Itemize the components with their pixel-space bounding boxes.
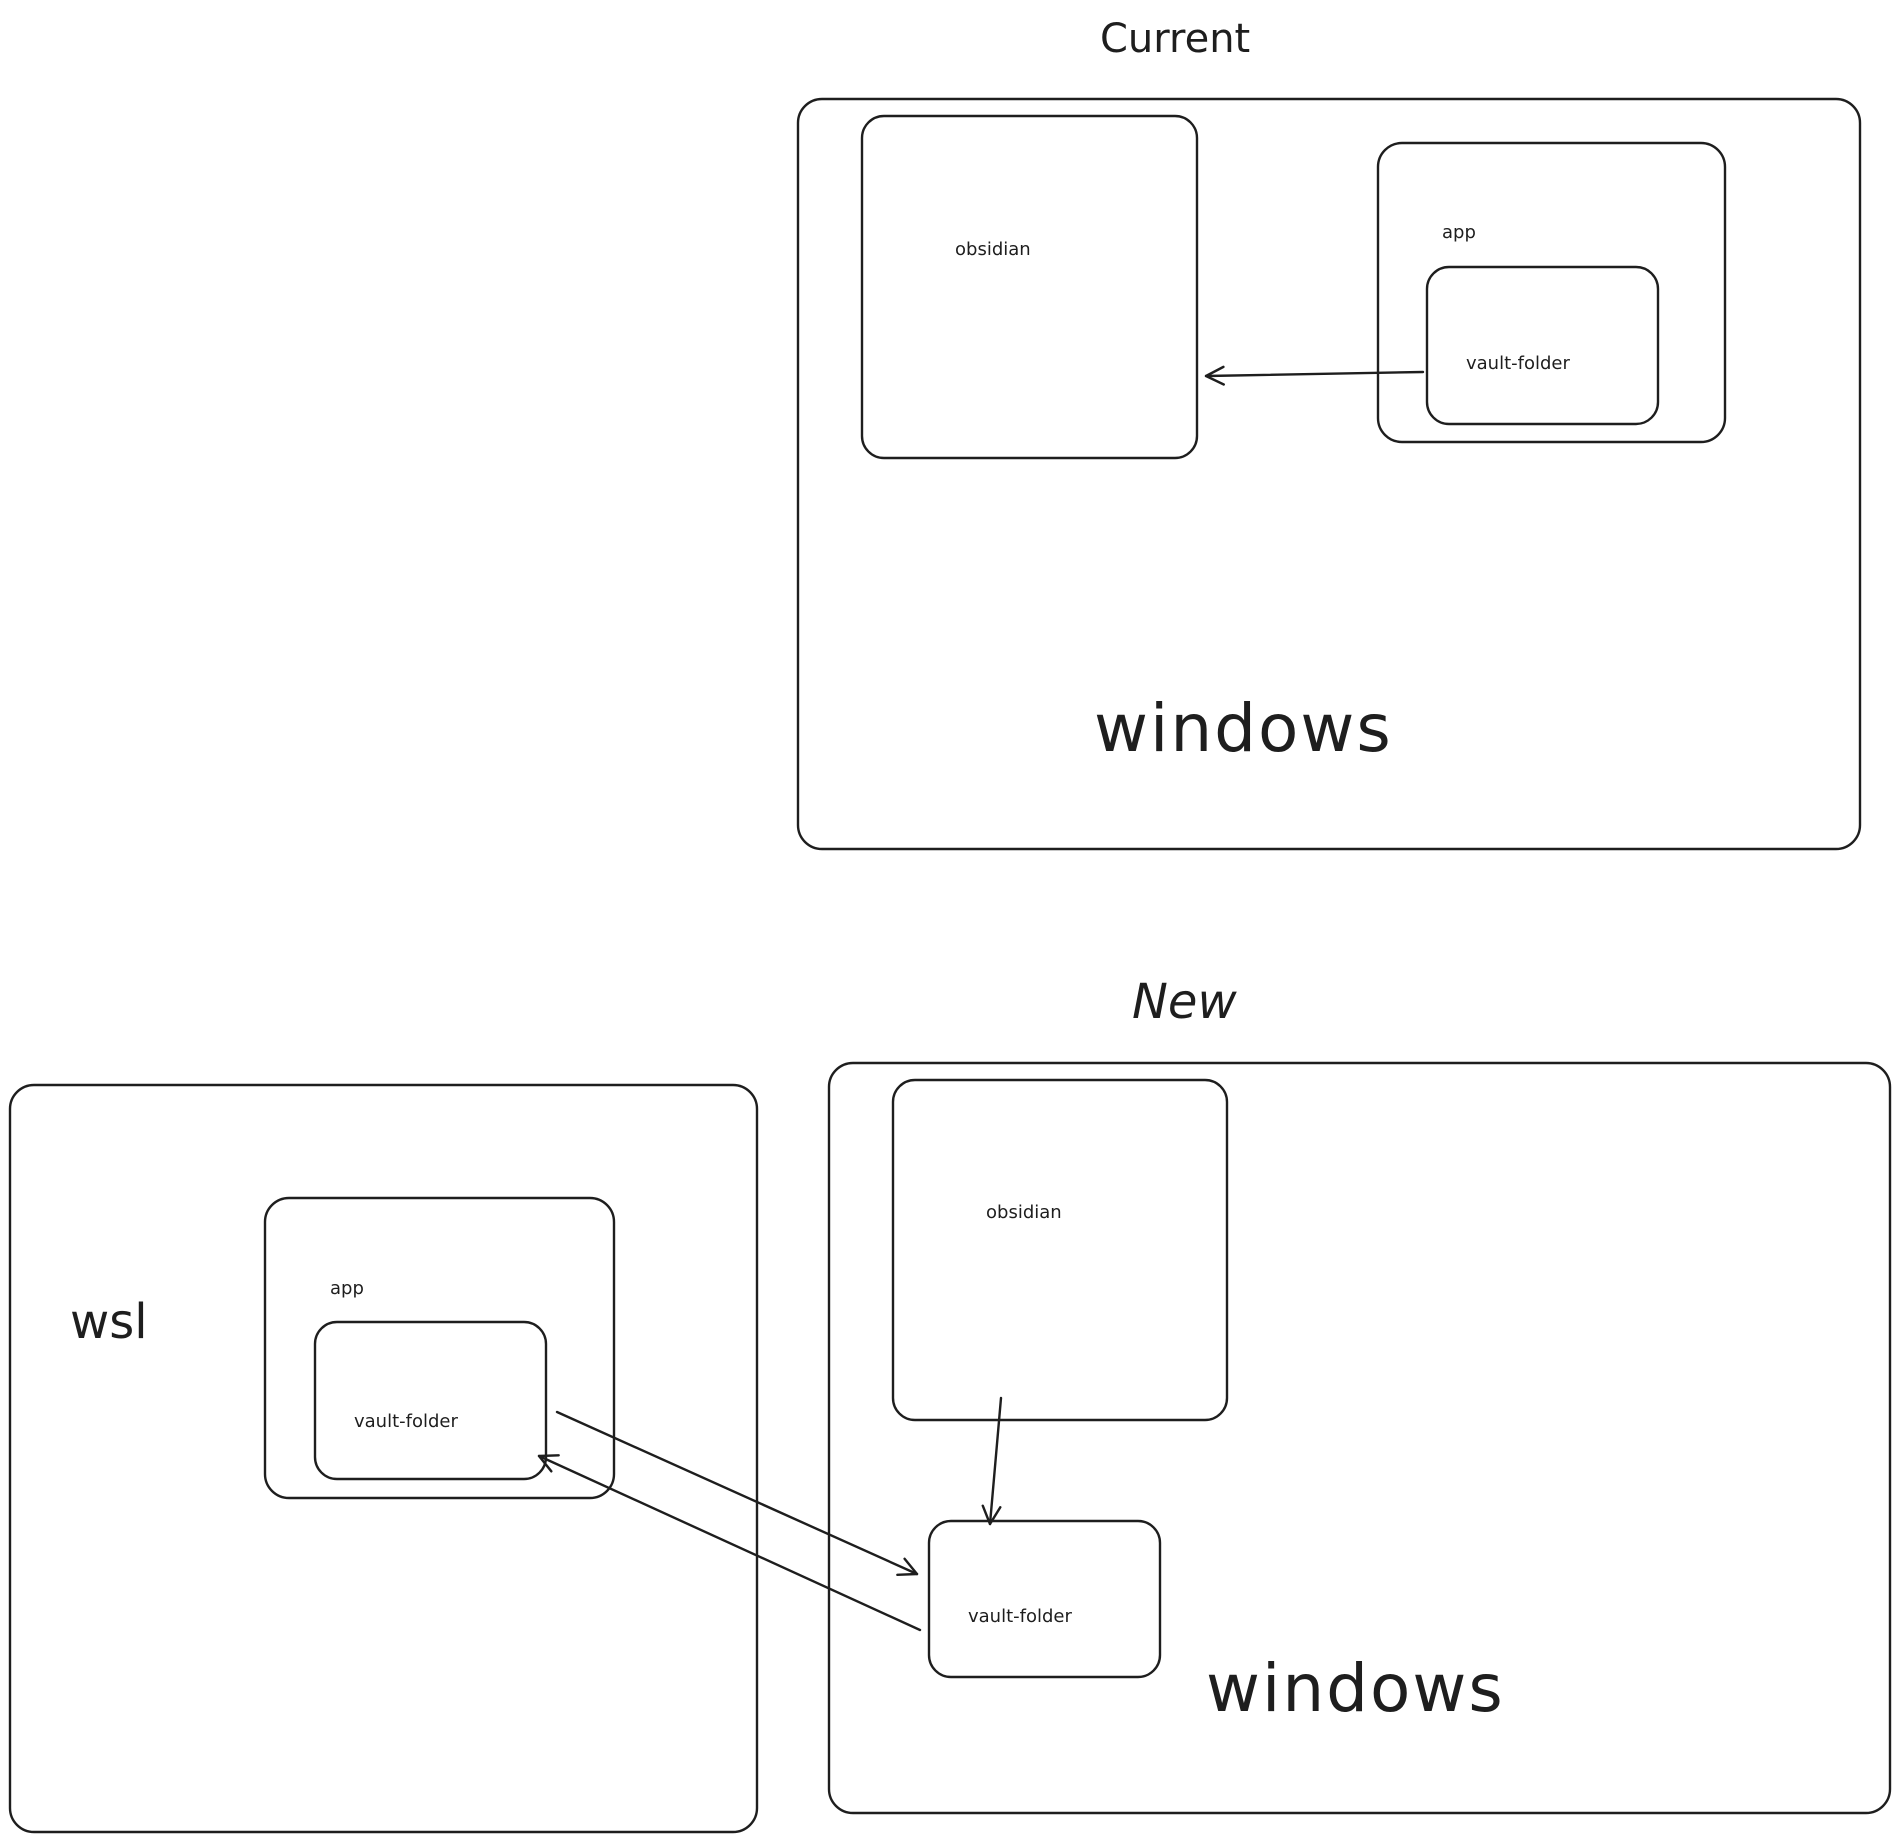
wsl-vault-folder-box[interactable]	[313, 1320, 548, 1481]
new-obsidian-box[interactable]	[891, 1078, 1229, 1422]
current-vault-to-obsidian-arrow[interactable]	[1204, 365, 1425, 386]
current-windows-label: windows	[1094, 690, 1393, 767]
wsl-app-label: app	[330, 1278, 364, 1299]
wsl-box[interactable]	[8, 1083, 759, 1834]
wsl-vault-folder-label: vault-folder	[354, 1411, 458, 1432]
current-vault-folder-label: vault-folder	[1466, 353, 1570, 374]
wsl-vault-to-windows-vault-arrow[interactable]	[555, 1410, 919, 1577]
new-vault-folder-box[interactable]	[927, 1519, 1162, 1679]
current-app-label: app	[1442, 222, 1476, 243]
obsidian-to-vault-arrow[interactable]	[981, 1396, 1003, 1526]
new-obsidian-label: obsidian	[986, 1202, 1062, 1223]
new-title: New	[1132, 974, 1237, 1030]
current-vault-folder-box[interactable]	[1425, 265, 1660, 426]
wsl-label: wsl	[70, 1294, 148, 1350]
current-title: Current	[1100, 16, 1250, 62]
current-obsidian-label: obsidian	[955, 239, 1031, 260]
current-windows-box[interactable]	[796, 97, 1862, 851]
windows-vault-to-wsl-vault-arrow[interactable]	[537, 1454, 922, 1632]
new-windows-label: windows	[1206, 1650, 1505, 1727]
new-section: New wsl app vault-folder windows obsidia…	[8, 974, 1892, 1834]
wsl-app-box[interactable]	[263, 1196, 616, 1500]
current-section: Current windows obsidian app vault-folde…	[796, 16, 1862, 851]
new-vault-folder-label: vault-folder	[968, 1606, 1072, 1627]
new-windows-box[interactable]	[827, 1061, 1892, 1815]
current-app-box[interactable]	[1376, 141, 1727, 444]
current-obsidian-box[interactable]	[860, 114, 1199, 460]
